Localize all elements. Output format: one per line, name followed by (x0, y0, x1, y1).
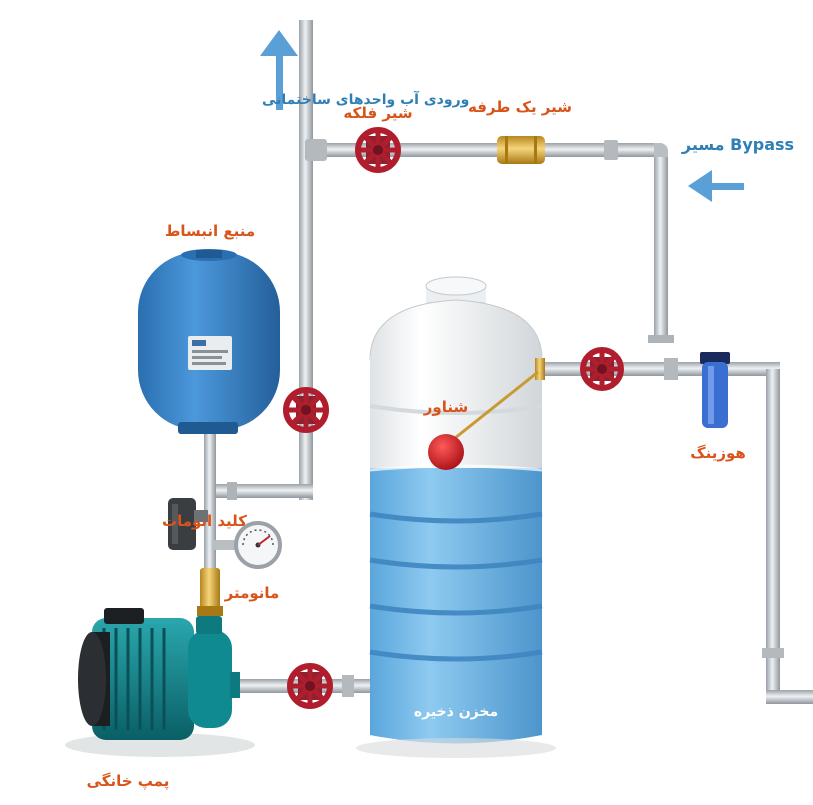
label-building-inlet: ورودی آب واحدهای ساختمانی (262, 90, 469, 108)
label-storage-tank: مخزن ذخیره (414, 704, 498, 720)
gate-valve-pump (287, 663, 333, 709)
label-filter: هوزینگ (690, 444, 746, 462)
label-pressure-switch: کلید اتومات (162, 512, 247, 530)
filter-housing (700, 352, 730, 428)
manometer (212, 521, 282, 569)
brass-fitting (197, 568, 223, 616)
label-float: شناور (423, 398, 468, 416)
label-pump: پمپ خانگی (87, 772, 170, 791)
label-bypass-path: مسیر Bypass (681, 135, 794, 154)
gate-valve-riser (283, 387, 329, 433)
household-pump (65, 608, 255, 757)
label-manometer: مانومتر (224, 584, 280, 602)
label-check-valve: شیر یک طرفه (468, 98, 572, 116)
labels: ورودی آب واحدهای ساختمانی شیر فلکه شیر ی… (87, 90, 794, 791)
float-valve (428, 370, 539, 470)
gate-valve-outlet (580, 347, 624, 391)
storage-tank (356, 276, 556, 758)
left-arrow-icon (688, 170, 744, 202)
expansion-tank (138, 249, 280, 434)
pressure-switch (168, 498, 208, 550)
check-valve (497, 136, 545, 164)
label-expansion-tank: منبع انبساط (165, 222, 255, 240)
up-arrow-icon (260, 30, 298, 110)
label-gate-valve: شیر فلکه (343, 104, 412, 122)
gate-valve-top (355, 127, 401, 173)
